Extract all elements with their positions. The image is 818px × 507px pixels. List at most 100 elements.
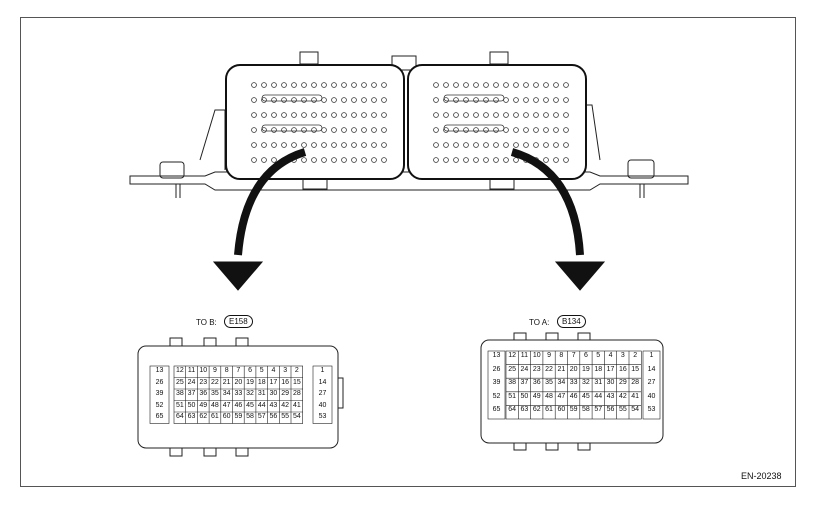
- pin-label: 12: [508, 352, 517, 359]
- pin-socket: [371, 127, 377, 133]
- pin-socket: [433, 112, 439, 118]
- pin-socket: [261, 142, 267, 148]
- pin-label: 48: [545, 392, 553, 400]
- pin-socket: [563, 97, 569, 103]
- pin-label: 2: [633, 352, 638, 359]
- pin-socket: [443, 157, 449, 163]
- pin-socket: [261, 157, 267, 163]
- pin-socket: [281, 127, 287, 133]
- pin-socket: [291, 142, 297, 148]
- pin-socket: [553, 142, 559, 148]
- pin-label: 21: [222, 378, 231, 386]
- pin-slot: [261, 124, 323, 132]
- pin-socket: [473, 127, 479, 133]
- pin-label: 56: [606, 406, 615, 414]
- pin-label: 4: [608, 352, 613, 359]
- pin-label: 18: [257, 378, 266, 386]
- connector-pin-field: [251, 82, 569, 163]
- pin-label: 5: [259, 367, 264, 374]
- pin-label: 40: [318, 401, 327, 409]
- pin-label: 36: [532, 379, 541, 387]
- pin-label: 46: [569, 392, 578, 400]
- pin-label: 26: [155, 378, 164, 386]
- pin-socket: [463, 142, 469, 148]
- pin-label: 22: [211, 378, 219, 386]
- grid-box: [312, 365, 333, 424]
- pin-label: 10: [199, 367, 208, 374]
- pin-socket: [381, 142, 387, 148]
- pin-socket: [463, 157, 469, 163]
- pin-socket: [311, 97, 317, 103]
- pin-socket: [251, 127, 257, 133]
- pin-socket: [261, 97, 267, 103]
- pin-socket: [371, 112, 377, 118]
- pin-label: 35: [545, 379, 553, 387]
- pin-label: 5: [596, 352, 601, 359]
- pin-socket: [513, 82, 519, 88]
- pin-socket: [493, 127, 499, 133]
- pin-label: 33: [569, 379, 578, 387]
- pin-socket: [463, 97, 469, 103]
- pin-socket: [381, 112, 387, 118]
- pin-label: 36: [199, 390, 208, 397]
- pin-label: 27: [647, 379, 656, 387]
- pin-socket: [503, 142, 509, 148]
- pin-label: 49: [532, 392, 541, 400]
- pin-socket: [311, 142, 317, 148]
- pin-label: 20: [234, 378, 243, 386]
- pin-label: 62: [199, 413, 208, 420]
- pin-label: 8: [559, 352, 564, 359]
- pin-socket: [453, 82, 459, 88]
- pin-socket: [271, 97, 277, 103]
- pin-label: 50: [520, 392, 529, 400]
- pin-socket: [563, 82, 569, 88]
- pin-socket: [271, 142, 277, 148]
- pin-socket: [301, 142, 307, 148]
- pin-socket: [563, 112, 569, 118]
- pin-label: 1: [320, 367, 325, 374]
- pin-socket: [503, 82, 509, 88]
- pin-socket: [503, 157, 509, 163]
- pin-socket: [443, 112, 449, 118]
- pin-socket: [301, 127, 307, 133]
- pin-label: 34: [222, 390, 231, 397]
- pin-socket: [351, 82, 357, 88]
- pin-label: 7: [236, 367, 241, 374]
- pin-socket: [443, 142, 449, 148]
- pin-label: 46: [234, 401, 243, 409]
- pin-label: 1: [649, 352, 654, 359]
- pin-label: 32: [246, 390, 254, 397]
- pin-socket: [553, 127, 559, 133]
- pin-socket: [463, 127, 469, 133]
- pin-socket: [281, 82, 287, 88]
- pin-socket: [331, 127, 337, 133]
- pin-label: 3: [620, 352, 625, 359]
- diagram-frame: [20, 17, 796, 487]
- pin-socket: [433, 82, 439, 88]
- pin-socket: [453, 97, 459, 103]
- pin-label: 47: [557, 392, 566, 400]
- pin-socket: [563, 127, 569, 133]
- pin-label: 65: [492, 406, 501, 414]
- pin-label: 14: [318, 378, 327, 386]
- pin-socket: [271, 157, 277, 163]
- pin-socket: [361, 127, 367, 133]
- pin-socket: [533, 112, 539, 118]
- connector-b-code: E158: [224, 315, 253, 328]
- pin-socket: [311, 112, 317, 118]
- pin-socket: [543, 142, 549, 148]
- pin-label: 41: [292, 401, 301, 409]
- pin-label: 32: [582, 379, 590, 387]
- pin-label: 54: [292, 413, 301, 420]
- pin-label: 30: [269, 390, 278, 397]
- pin-label: 28: [631, 379, 640, 387]
- pin-slot: [261, 94, 323, 102]
- pin-label: 49: [199, 401, 208, 409]
- pin-socket: [351, 142, 357, 148]
- pin-socket: [493, 97, 499, 103]
- pin-label: 11: [187, 367, 196, 374]
- pin-socket: [433, 97, 439, 103]
- pin-socket: [473, 112, 479, 118]
- pin-socket: [523, 112, 529, 118]
- pin-label: 63: [187, 413, 196, 420]
